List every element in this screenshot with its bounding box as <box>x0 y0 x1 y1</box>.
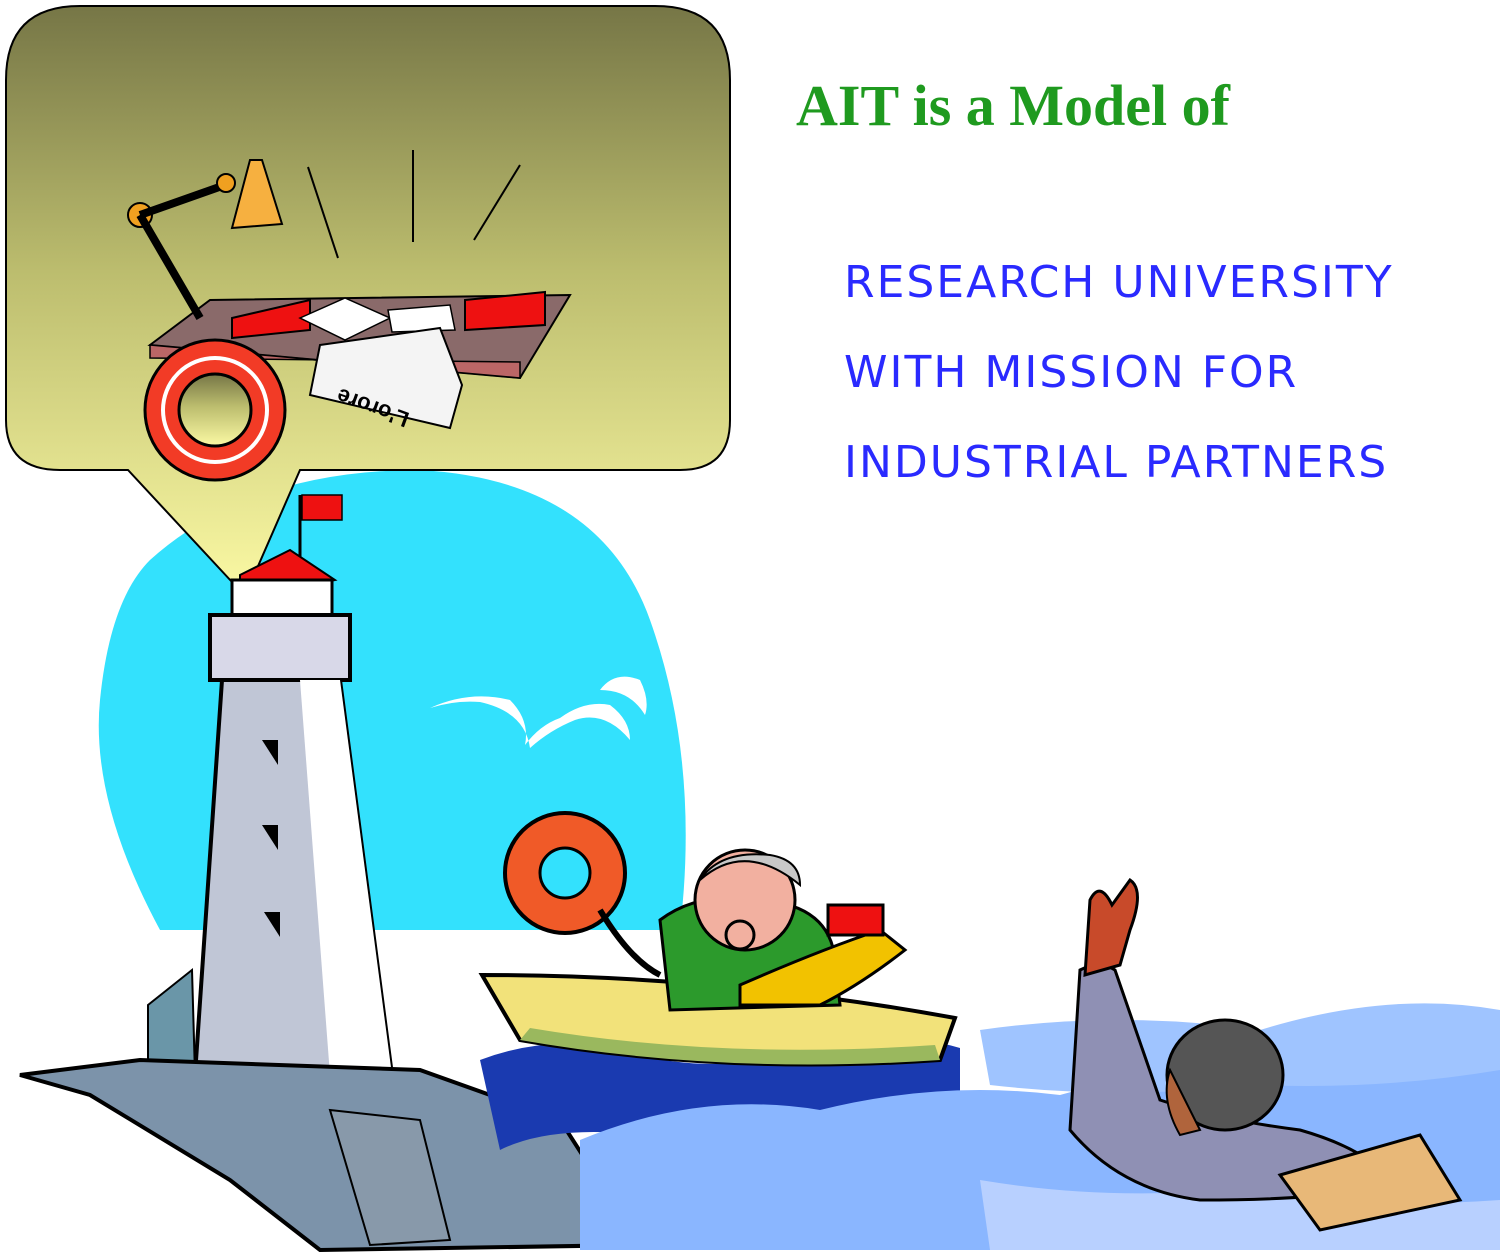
drowning-man <box>1068 877 1463 1232</box>
seagulls <box>430 676 647 748</box>
slide-line-3: INDUSTRIAL PARTNERS <box>844 437 1389 488</box>
rock-cliff <box>19 1057 644 1253</box>
slide-line-2: WITH MISSION FOR <box>844 347 1299 398</box>
slide-line-1: RESEARCH UNIVERSITY <box>844 257 1394 308</box>
desk-icon: L'orore <box>127 150 572 482</box>
slide-title: AIT is a Model of <box>796 73 1230 138</box>
slide-body: RESEARCH UNIVERSITY WITH MISSION FOR IND… <box>844 238 1394 508</box>
rescue-boat <box>478 811 958 1067</box>
